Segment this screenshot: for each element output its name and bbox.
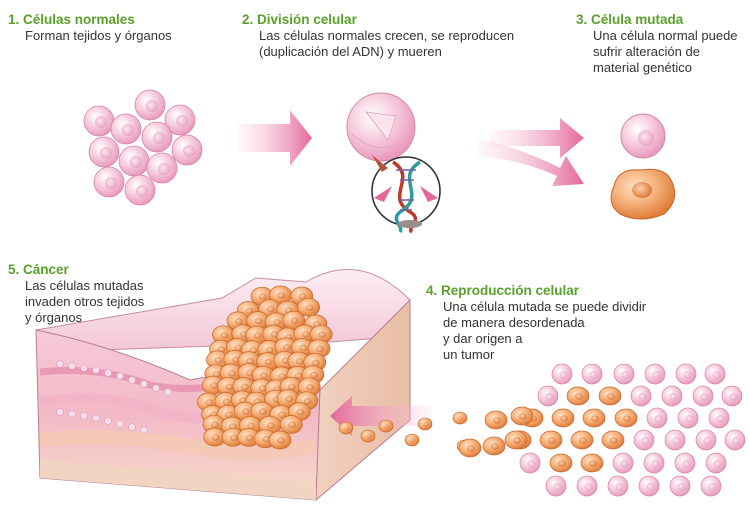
step-3-text: 3. Célula mutada Una célula normal puede… bbox=[576, 12, 738, 76]
normal-cell bbox=[638, 475, 660, 497]
mutated-cell bbox=[484, 410, 508, 430]
mutated-cell bbox=[510, 406, 534, 426]
arrow-icon bbox=[330, 396, 432, 436]
normal-cell bbox=[644, 363, 666, 385]
mutated-cell bbox=[566, 386, 590, 406]
mutated-cell bbox=[482, 436, 506, 456]
mutated-cell bbox=[601, 430, 625, 450]
mutated-cell bbox=[580, 453, 604, 473]
mutated-cell bbox=[539, 430, 563, 450]
step-4-text: 4. Reproducción celular Una célula mutad… bbox=[426, 283, 646, 363]
normal-cell bbox=[674, 452, 696, 474]
normal-cell bbox=[519, 452, 541, 474]
step-4-title: Reproducción celular bbox=[441, 283, 580, 298]
normal-cell bbox=[705, 452, 727, 474]
mutated-cell bbox=[610, 168, 676, 220]
mutated-cell bbox=[458, 438, 482, 458]
mutated-cell bbox=[614, 408, 638, 428]
arrow-icon bbox=[490, 118, 584, 158]
mutated-cell bbox=[570, 430, 594, 450]
step-1-desc-line: Forman tejidos y órganos bbox=[25, 28, 172, 43]
step-5-desc-line: invaden otros tejidos bbox=[25, 294, 145, 309]
normal-cell bbox=[581, 363, 603, 385]
step-5-desc-line: Las células mutadas bbox=[25, 278, 144, 293]
arrow-icon bbox=[478, 138, 584, 186]
normal-cell bbox=[675, 363, 697, 385]
step-5-text: 5. Cáncer Las células mutadas invaden ot… bbox=[8, 262, 144, 326]
step-3-desc-line: sufrir alteración de bbox=[593, 44, 700, 59]
step-2-text: 2. División celular Las células normales… bbox=[242, 12, 514, 60]
step-3-desc-line: material genético bbox=[593, 60, 692, 75]
step-2-number: 2. bbox=[242, 12, 254, 27]
step-1-number: 1. bbox=[8, 12, 20, 27]
normal-cell bbox=[643, 452, 665, 474]
normal-cell bbox=[612, 452, 634, 474]
normal-cell bbox=[724, 429, 746, 451]
normal-cell bbox=[692, 385, 714, 407]
step-4-desc-line: y dar origen a bbox=[443, 331, 523, 346]
step-5-desc-line: y órganos bbox=[25, 310, 83, 325]
dividing-cell bbox=[346, 92, 416, 162]
mutated-cell bbox=[582, 408, 606, 428]
normal-cell bbox=[630, 385, 652, 407]
step-4-number: 4. bbox=[426, 283, 438, 298]
step-4-desc-line: de manera desordenada bbox=[443, 315, 585, 330]
step-2-title: División celular bbox=[257, 12, 357, 27]
tumor-cell-cluster bbox=[458, 363, 746, 497]
mutated-cell bbox=[268, 430, 292, 450]
step-1-text: 1. Células normales Forman tejidos y órg… bbox=[8, 12, 172, 44]
mutated-cell bbox=[504, 430, 528, 450]
mutated-cell bbox=[551, 408, 575, 428]
normal-cell bbox=[700, 475, 722, 497]
arrow-icon bbox=[238, 110, 312, 166]
step-3-number: 3. bbox=[576, 12, 588, 27]
step-2-desc-line: (duplicación del ADN) y mueren bbox=[259, 44, 442, 59]
normal-cell bbox=[613, 363, 635, 385]
normal-cell bbox=[545, 475, 567, 497]
normal-cell bbox=[677, 407, 699, 429]
step-3-title: Célula mutada bbox=[591, 12, 684, 27]
normal-cell bbox=[669, 475, 691, 497]
mutated-cell bbox=[598, 386, 622, 406]
normal-cell bbox=[721, 385, 743, 407]
step-3-desc-line: Una célula normal puede bbox=[593, 28, 738, 43]
normal-cell bbox=[646, 407, 668, 429]
step-4-desc-line: un tumor bbox=[443, 347, 495, 362]
normal-cell bbox=[708, 407, 730, 429]
dna-icon bbox=[371, 155, 441, 234]
normal-cell bbox=[664, 429, 686, 451]
normal-cell bbox=[661, 385, 683, 407]
normal-cell bbox=[633, 429, 655, 451]
normal-cell bbox=[620, 113, 666, 159]
normal-cell-cluster bbox=[83, 89, 203, 206]
normal-cell bbox=[576, 475, 598, 497]
mutated-cell bbox=[549, 453, 573, 473]
normal-cell bbox=[551, 363, 573, 385]
step-2-desc-line: Las células normales crecen, se reproduc… bbox=[259, 28, 515, 43]
tissue-bead-row bbox=[56, 360, 172, 434]
normal-cell bbox=[537, 385, 559, 407]
step-1-title: Células normales bbox=[23, 12, 135, 27]
normal-cell bbox=[607, 475, 629, 497]
step-5-number: 5. bbox=[8, 262, 20, 277]
step-4-desc-line: Una célula mutada se puede dividir bbox=[443, 299, 647, 314]
step-5-title: Cáncer bbox=[23, 262, 69, 277]
mutated-cell bbox=[279, 415, 303, 434]
normal-cell bbox=[704, 363, 726, 385]
normal-cell bbox=[695, 429, 717, 451]
